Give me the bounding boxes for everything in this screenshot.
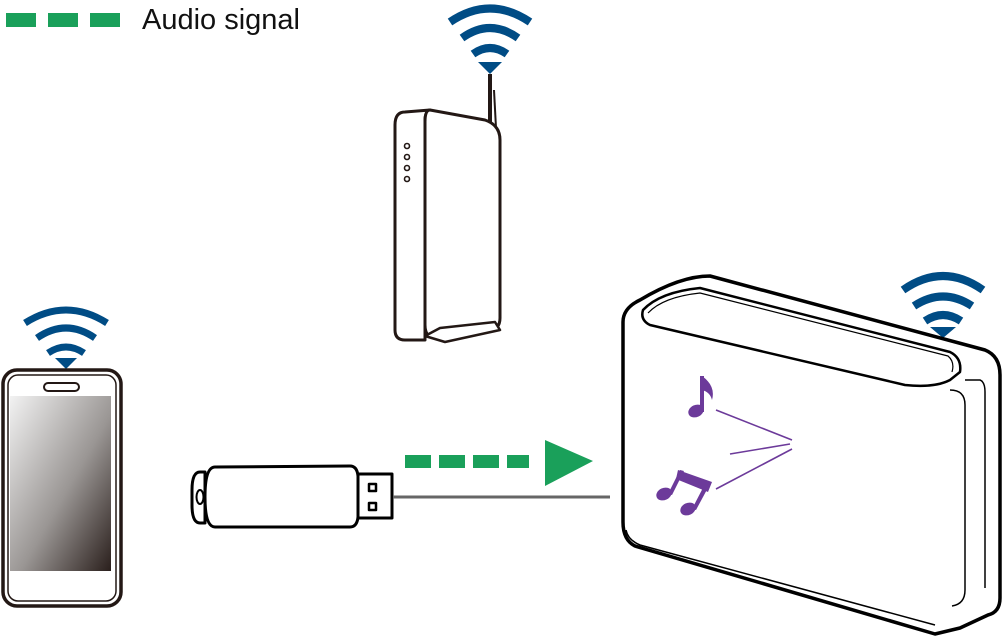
router-icon: [393, 74, 502, 344]
music-notes-icon: [656, 376, 713, 516]
audio-signal-arrow: [405, 440, 593, 486]
router-wifi-icon: [447, 4, 533, 58]
legend-dash: [48, 13, 78, 27]
speaker-icon: [621, 274, 1002, 636]
phone-icon: [1, 368, 123, 608]
legend-dash: [6, 13, 36, 27]
legend-dash: [90, 13, 120, 27]
legend-label: Audio signal: [142, 3, 300, 36]
speaker-wifi-dot: [930, 327, 956, 338]
usb-drive-icon: [190, 464, 394, 529]
speaker-wifi-icon: [900, 272, 986, 325]
sound-lines: [715, 409, 793, 490]
legend: Audio signal: [6, 0, 300, 40]
router-indicator-lights: [403, 142, 411, 183]
phone-wifi-dot: [55, 358, 77, 369]
phone-wifi-icon: [23, 306, 109, 357]
phone-screen: [10, 396, 111, 571]
router-wifi-dot: [478, 62, 502, 74]
